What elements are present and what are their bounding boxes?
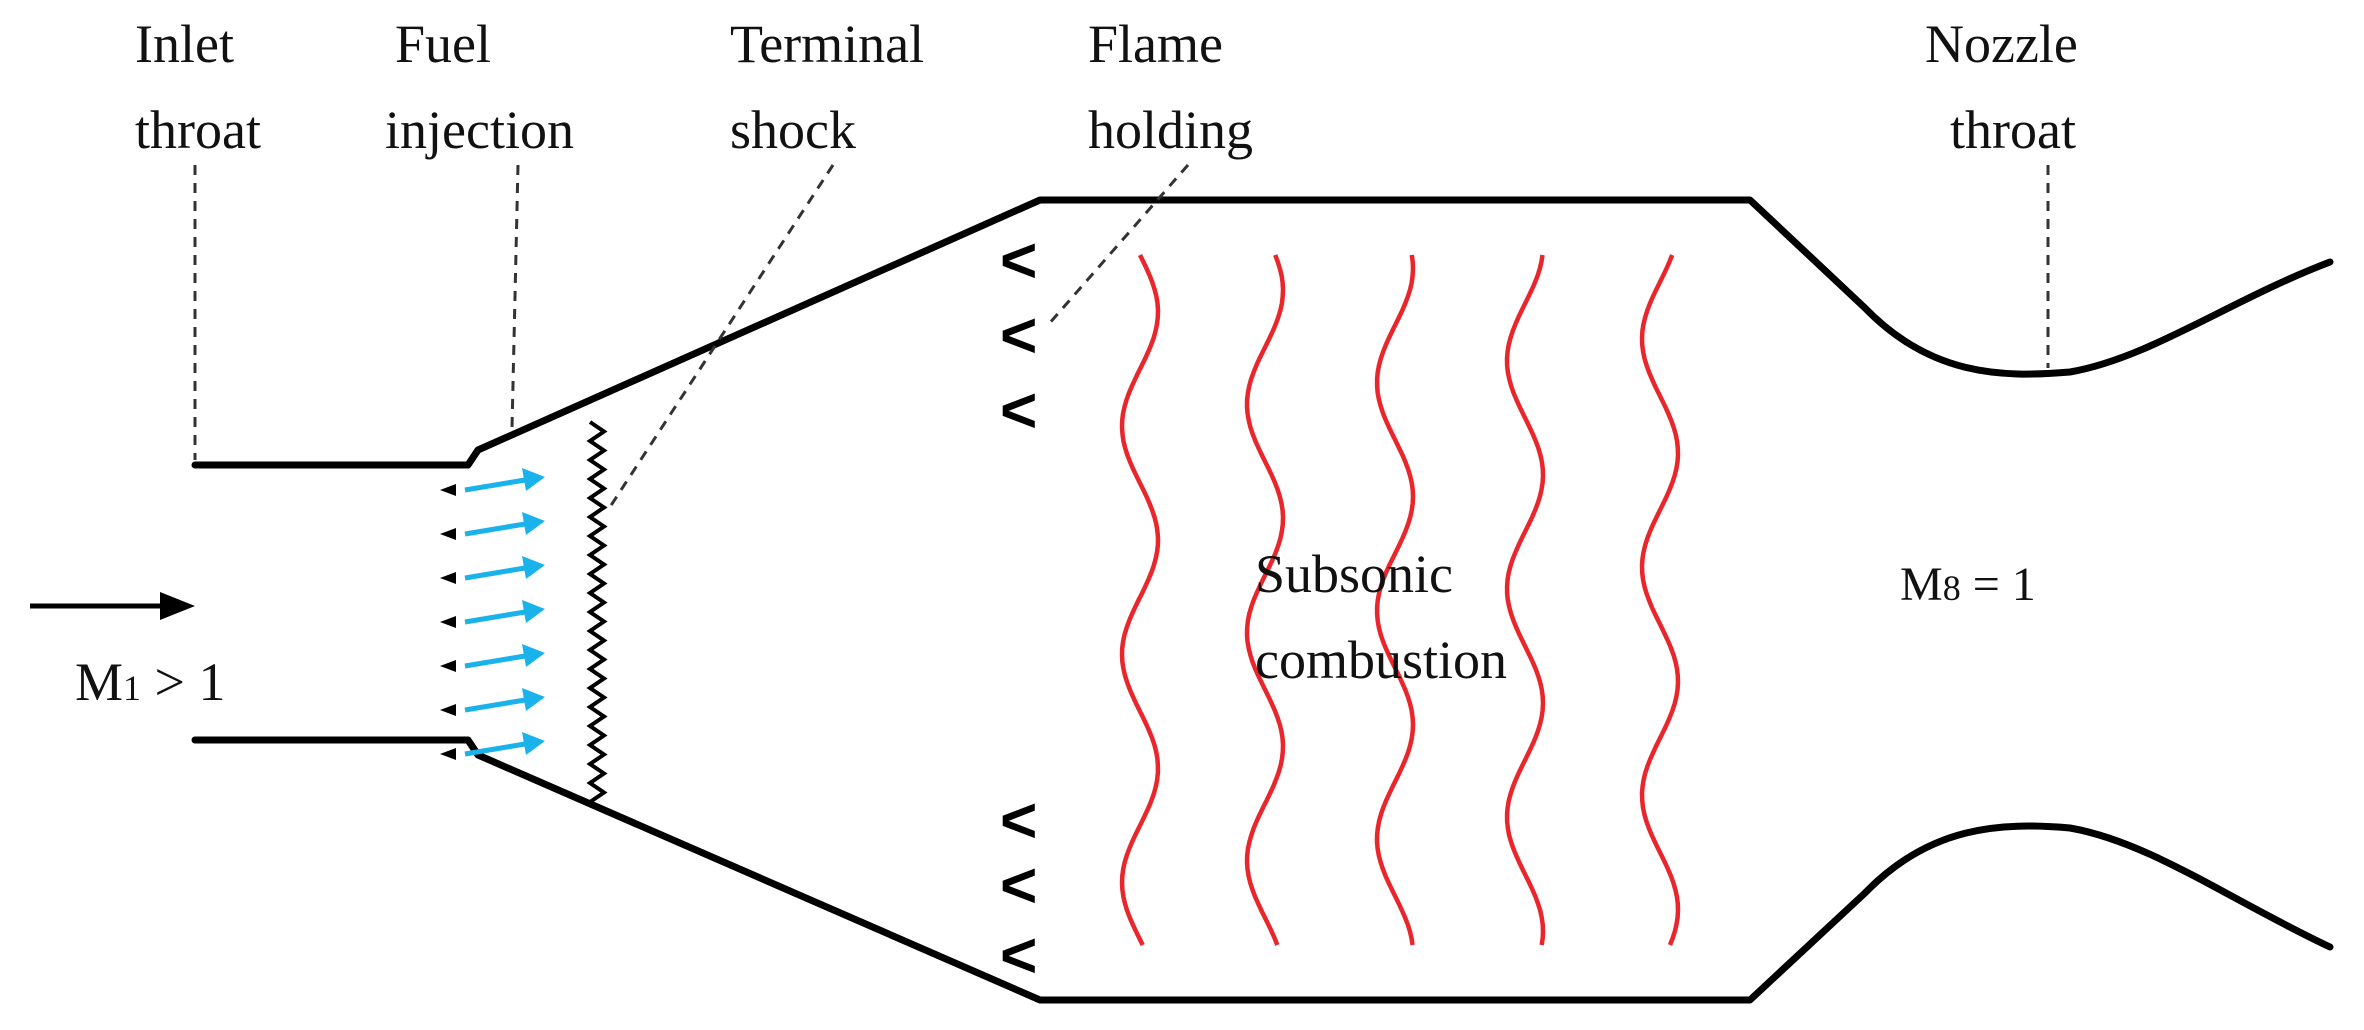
fuel-arrow — [440, 688, 545, 716]
flame-front — [1639, 254, 1681, 946]
fuel-injection-leader — [510, 164, 520, 429]
terminal-shock-leader — [606, 164, 835, 511]
component-labels: Inlet throat Fuel injection Terminal sho… — [75, 14, 2091, 712]
flame-front — [1504, 254, 1546, 946]
fuel-injection-label: Fuel injection — [385, 14, 574, 160]
terminal-shock-label: Terminal shock — [730, 14, 938, 160]
flame-holding-leader — [1046, 164, 1190, 326]
terminal-shock-zigzag — [586, 420, 608, 804]
fuel-arrow — [440, 556, 545, 584]
flame-fronts — [1119, 254, 1681, 946]
leader-lines — [193, 164, 2050, 511]
flame-front — [1119, 254, 1161, 946]
fuel-arrow — [440, 732, 545, 760]
inlet-flow-arrow — [30, 592, 195, 620]
fuel-arrow — [440, 468, 545, 496]
inlet-throat-label: Inlet throat — [135, 14, 261, 160]
upper-wall — [191, 196, 2334, 469]
flame-holding-label: Flame holding — [1088, 14, 1253, 160]
lower-wall — [191, 736, 2334, 1004]
fuel-arrow — [440, 644, 545, 672]
flame-holder-mark: < — [1000, 299, 1037, 371]
inlet-mach-label: M1 > 1 — [75, 652, 225, 712]
flame-holders: <<<<<< — [1000, 224, 1037, 991]
nozzle-throat-label: Nozzle throat — [1925, 14, 2091, 160]
flame-front — [1374, 254, 1416, 946]
flame-holder-mark: < — [1000, 849, 1037, 921]
flame-holder-mark: < — [1000, 224, 1037, 296]
subsonic-combustion-label: Subsonic combustion — [1255, 544, 1507, 690]
fuel-arrow — [440, 600, 545, 628]
nozzle-mach-label: M8 = 1 — [1900, 558, 2036, 611]
flame-front — [1244, 254, 1286, 946]
flame-holder-mark: < — [1000, 374, 1037, 446]
fuel-injection-arrows — [440, 468, 545, 760]
fuel-arrow — [440, 512, 545, 540]
flame-holder-mark: < — [1000, 919, 1037, 991]
engine-walls — [191, 196, 2334, 1004]
flame-holder-mark: < — [1000, 784, 1037, 856]
